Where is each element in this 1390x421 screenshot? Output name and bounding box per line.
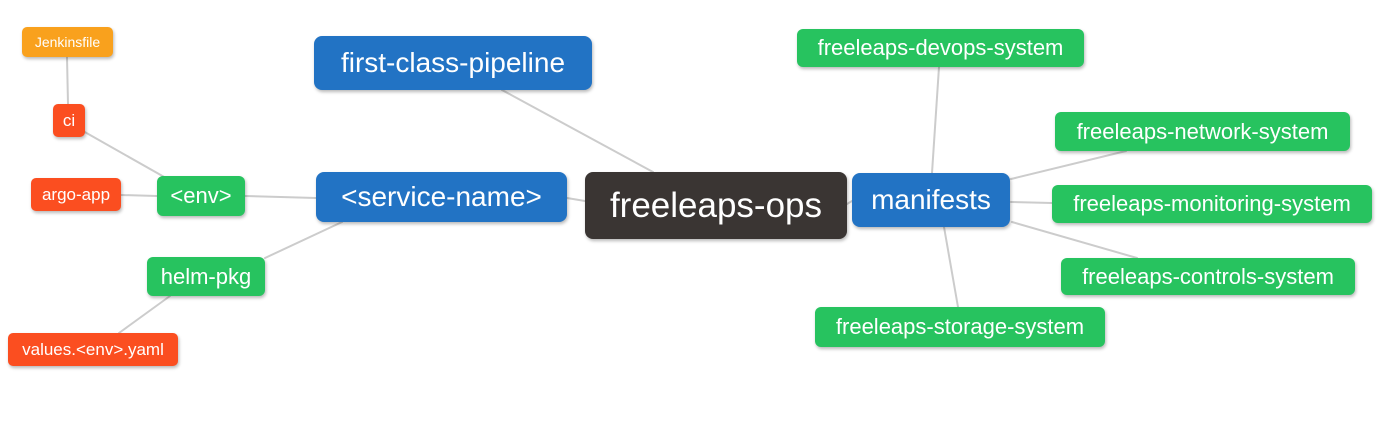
edge-ci-to-env (82, 130, 167, 179)
edge-manifests-to-freeleaps-storage-system (943, 226, 959, 308)
node-freeleaps-storage-system[interactable]: freeleaps-storage-system (815, 307, 1105, 347)
node-freeleaps-network-system[interactable]: freeleaps-network-system (1055, 112, 1350, 151)
edge-helm-pkg-to-values-env-yaml (118, 295, 171, 334)
edge-manifests-to-freeleaps-network-system (1010, 150, 1127, 180)
node-values-env-yaml[interactable]: values.<env>.yaml (8, 333, 178, 366)
edge-jenkinsfile-to-ci (66, 56, 69, 105)
node-helm-pkg[interactable]: helm-pkg (147, 257, 265, 296)
edge-manifests-to-freeleaps-controls-system (1011, 221, 1138, 259)
edge-argo-app-to-env (120, 194, 158, 197)
edge-service-name-to-helm-pkg (264, 221, 343, 259)
node-freeleaps-ops[interactable]: freeleaps-ops (585, 172, 847, 239)
node-ci[interactable]: ci (53, 104, 85, 137)
node-argo-app[interactable]: argo-app (31, 178, 121, 211)
node-first-class-pipeline[interactable]: first-class-pipeline (314, 36, 592, 90)
edge-env-to-service-name (244, 195, 317, 199)
node-env[interactable]: <env> (157, 176, 245, 216)
node-service-name[interactable]: <service-name> (316, 172, 567, 222)
node-freeleaps-controls-system[interactable]: freeleaps-controls-system (1061, 258, 1355, 295)
edge-service-name-to-freeleaps-ops (566, 197, 586, 202)
node-jenkinsfile[interactable]: Jenkinsfile (22, 27, 113, 57)
edge-freeleaps-devops-system-to-manifests (931, 66, 940, 174)
edge-manifests-to-freeleaps-monitoring-system (1010, 201, 1053, 204)
node-freeleaps-devops-system[interactable]: freeleaps-devops-system (797, 29, 1084, 67)
node-manifests[interactable]: manifests (852, 173, 1010, 227)
node-freeleaps-monitoring-system[interactable]: freeleaps-monitoring-system (1052, 185, 1372, 223)
edge-first-class-pipeline-to-freeleaps-ops (501, 89, 654, 173)
